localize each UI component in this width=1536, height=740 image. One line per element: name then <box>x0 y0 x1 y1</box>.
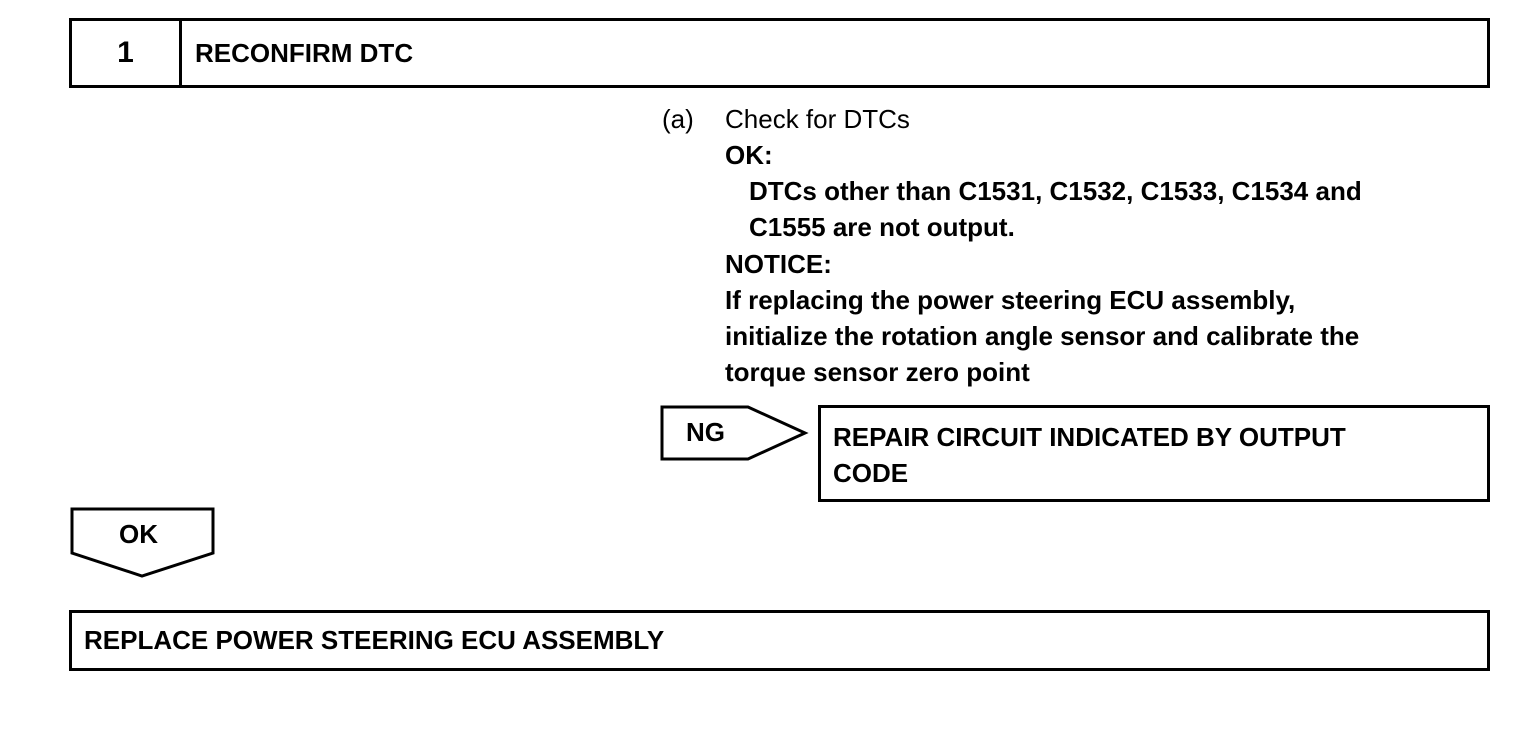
ng-arrow <box>660 405 809 461</box>
notice-line3: torque sensor zero point <box>725 357 1030 387</box>
instruction-marker: (a) <box>662 104 694 134</box>
ng-result-line2: CODE <box>833 458 909 488</box>
ng-result-box: REPAIR CIRCUIT INDICATED BY OUTPUT CODE <box>818 405 1490 502</box>
ok-label: OK: <box>725 140 773 170</box>
step-title: RECONFIRM DTC <box>195 37 414 68</box>
ng-result-line1: REPAIR CIRCUIT INDICATED BY OUTPUT <box>833 422 1346 452</box>
notice-line1: If replacing the power steering ECU asse… <box>725 285 1296 315</box>
ok-criteria-line2: C1555 are not output. <box>749 212 1015 242</box>
instruction-action: Check for DTCs <box>725 104 910 134</box>
notice-label: NOTICE: <box>725 249 832 279</box>
ok-criteria-line1: DTCs other than C1531, C1532, C1533, C15… <box>749 176 1362 206</box>
step-header: 1 RECONFIRM DTC <box>69 18 1490 88</box>
ng-arrow-label: NG <box>686 417 725 447</box>
step-number: 1 <box>72 21 182 85</box>
ok-arrow-label: OK <box>119 519 158 549</box>
notice-line2: initialize the rotation angle sensor and… <box>725 321 1360 351</box>
ok-arrow <box>70 507 215 578</box>
ok-result-text: REPLACE POWER STEERING ECU ASSEMBLY <box>84 625 665 655</box>
ok-result-box: REPLACE POWER STEERING ECU ASSEMBLY <box>69 610 1490 671</box>
